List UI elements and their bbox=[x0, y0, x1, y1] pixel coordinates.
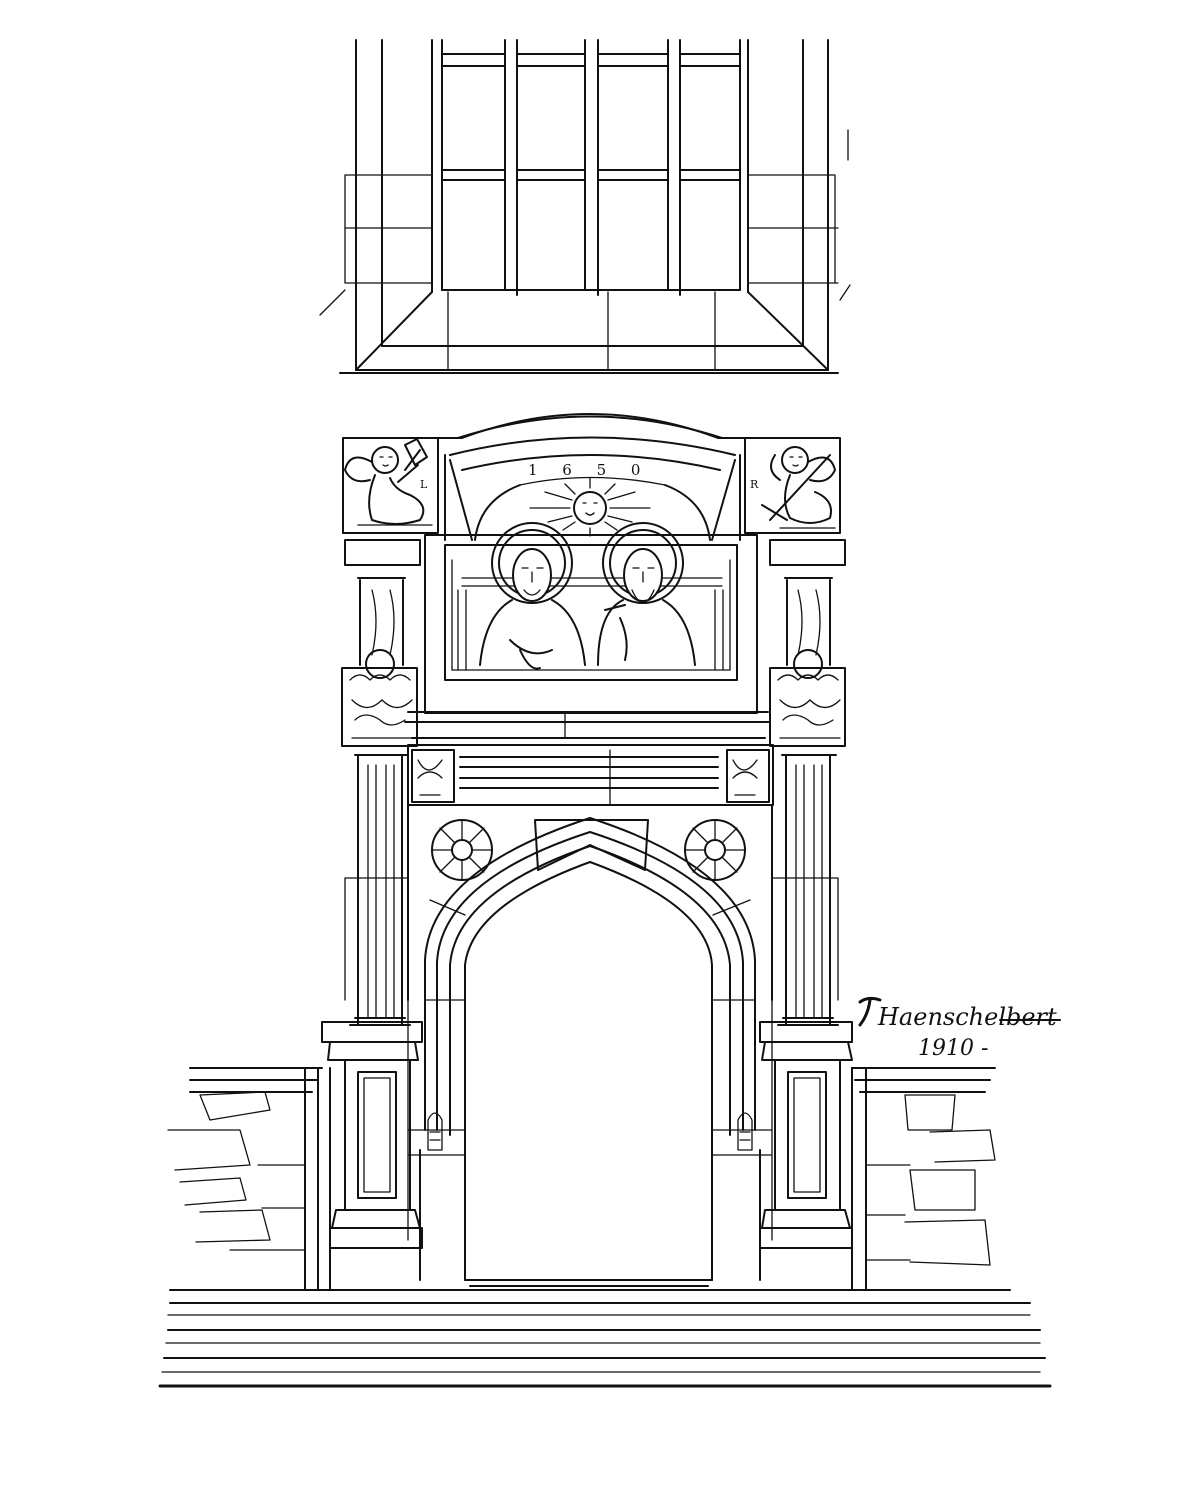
signature-year: 1910 - bbox=[918, 1036, 988, 1061]
steps bbox=[158, 1289, 1052, 1388]
left-angel-icon: L bbox=[344, 438, 433, 526]
upper-window bbox=[319, 39, 851, 374]
right-rosette-icon bbox=[684, 819, 746, 881]
left-panel-letters: L bbox=[420, 478, 428, 491]
right-panel-letters: R bbox=[750, 478, 759, 491]
portal-crown bbox=[342, 413, 841, 541]
saints-relief bbox=[424, 522, 758, 714]
right-angel-icon: R bbox=[750, 446, 836, 529]
sun-icon bbox=[529, 477, 651, 537]
entablature bbox=[404, 711, 774, 806]
signature: Haenschelbert 1910 - bbox=[858, 996, 1061, 1061]
side-masonry bbox=[167, 1067, 996, 1291]
main-arch bbox=[344, 804, 839, 1287]
lintel-date: 1 6 5 0 bbox=[528, 461, 650, 479]
left-pilaster bbox=[321, 539, 423, 1249]
signature-name: Haenschelbert bbox=[877, 1003, 1057, 1031]
right-pilaster bbox=[759, 539, 853, 1249]
left-rosette-icon bbox=[431, 819, 493, 881]
